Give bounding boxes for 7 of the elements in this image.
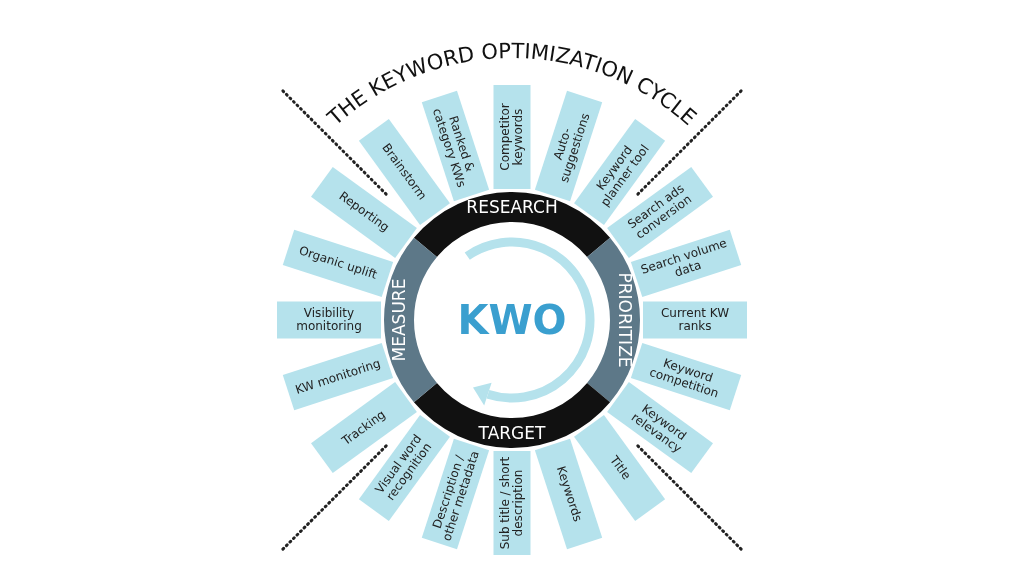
spoke-label: Current KW ranks xyxy=(648,307,742,333)
spoke-label: Visibility monitoring xyxy=(282,307,376,333)
spoke-label: Competitor keywords xyxy=(499,90,525,184)
ring-segment: PRIORITIZE xyxy=(587,237,640,403)
spoke-label: Sub title / short description xyxy=(499,456,525,550)
ring-segment: MEASURE xyxy=(384,237,437,403)
center-label: KWO xyxy=(457,290,567,350)
